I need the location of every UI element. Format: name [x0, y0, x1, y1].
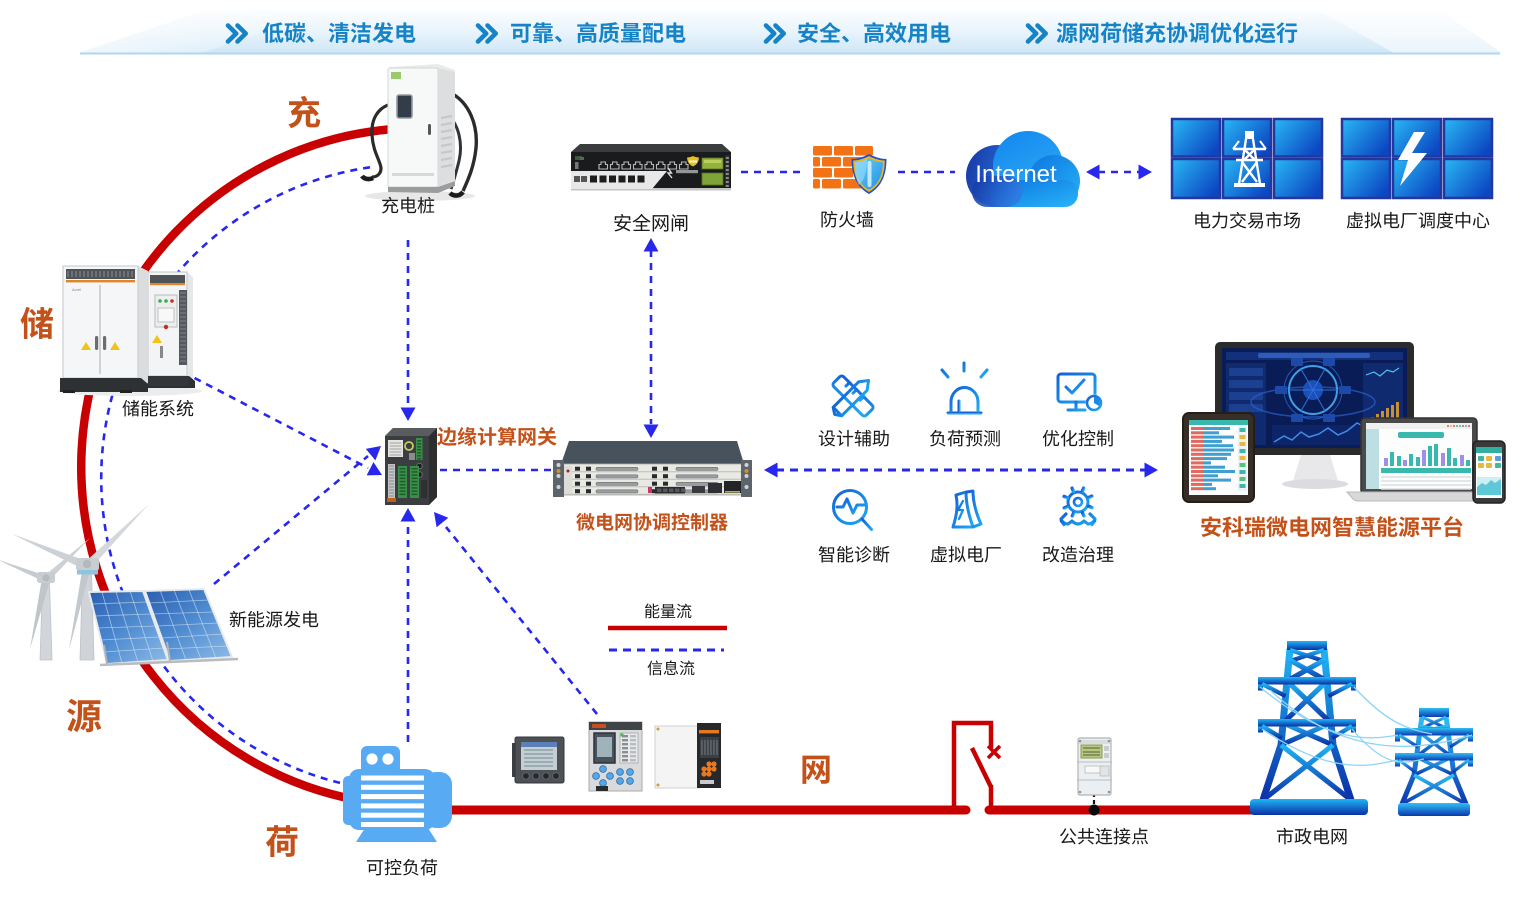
svg-text:Internet: Internet: [975, 161, 1057, 188]
svg-text:Acrel: Acrel: [72, 287, 81, 292]
